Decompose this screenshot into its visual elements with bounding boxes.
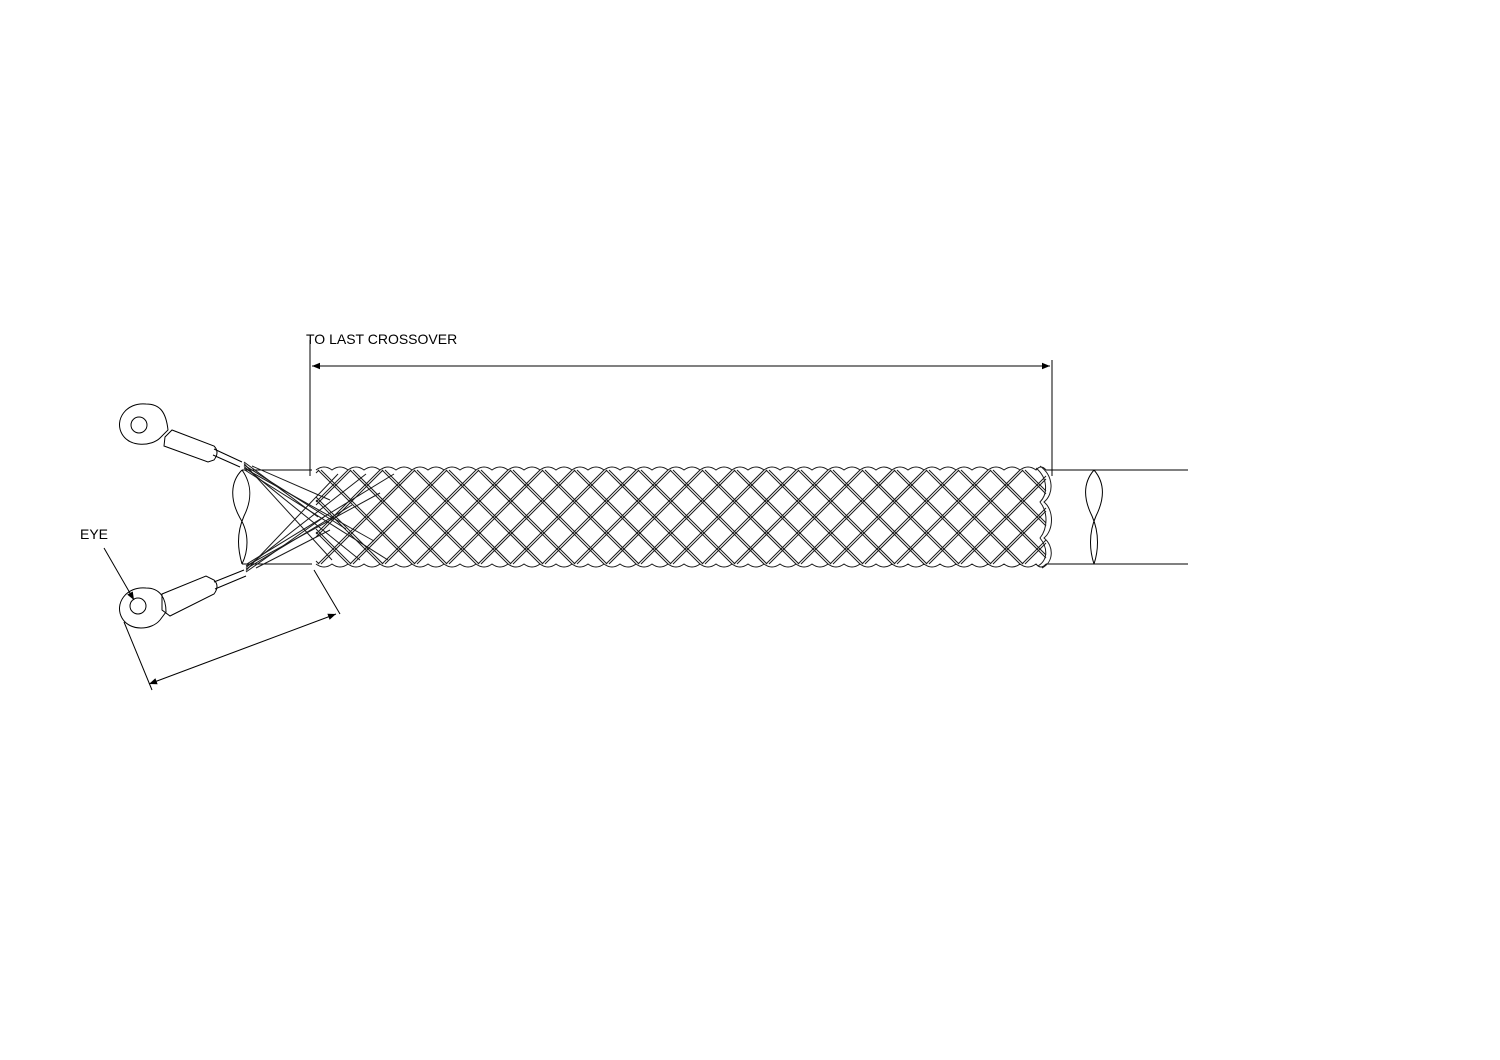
mesh-strand bbox=[541, 469, 637, 565]
mesh-strand bbox=[893, 469, 989, 565]
mesh-strand bbox=[477, 469, 573, 565]
cable-right-end bbox=[1046, 469, 1188, 565]
mesh-strand bbox=[445, 469, 541, 565]
mesh-strand bbox=[1021, 539, 1047, 565]
mesh-strand bbox=[317, 469, 413, 565]
mesh-strand bbox=[315, 469, 349, 503]
wire-strand bbox=[243, 469, 389, 561]
mesh-strand bbox=[637, 469, 733, 565]
mesh-strand bbox=[989, 507, 1047, 565]
mesh-strand bbox=[576, 469, 672, 565]
crossover-dimension-label: TO LAST CROSSOVER bbox=[306, 331, 457, 347]
wire-strand bbox=[245, 492, 381, 567]
eye-label: EYE bbox=[80, 526, 108, 542]
mesh-strand bbox=[861, 469, 957, 565]
mesh-strand bbox=[413, 469, 509, 565]
wire-strands bbox=[243, 461, 395, 573]
crossover-dimension bbox=[309, 340, 1053, 476]
mesh-strand bbox=[1021, 469, 1047, 495]
wire-strand bbox=[243, 467, 375, 542]
eye-leader bbox=[103, 547, 135, 601]
mesh-strand bbox=[768, 469, 864, 565]
mesh-strand bbox=[669, 469, 765, 565]
mesh-strand bbox=[315, 499, 381, 565]
top-eye-lug bbox=[119, 403, 243, 468]
mesh-strand bbox=[960, 478, 1047, 565]
mesh-strand bbox=[1024, 542, 1047, 565]
mesh-strand bbox=[992, 510, 1047, 565]
mesh-strand bbox=[349, 469, 445, 565]
wire-strand bbox=[245, 473, 395, 565]
mesh-strand bbox=[416, 469, 512, 565]
mesh-strand bbox=[701, 469, 797, 565]
mesh-strand bbox=[512, 469, 608, 565]
mesh-strand bbox=[573, 469, 669, 565]
mesh-strand bbox=[992, 469, 1047, 524]
mesh-strand bbox=[381, 469, 477, 565]
mesh-strand bbox=[925, 469, 1021, 565]
mesh-top-edge bbox=[315, 466, 1047, 471]
mesh-strand bbox=[448, 469, 544, 565]
mesh-strand bbox=[989, 469, 1047, 527]
mesh-end-loop bbox=[1039, 465, 1052, 569]
mesh-strand bbox=[315, 496, 384, 565]
mesh-end-loop bbox=[1035, 467, 1047, 567]
mesh-strand bbox=[797, 469, 893, 565]
mesh-strand bbox=[315, 469, 352, 506]
mesh-strand bbox=[733, 469, 829, 565]
mesh-strand bbox=[800, 469, 896, 565]
eye-length-dimension bbox=[123, 569, 341, 691]
mesh-strand bbox=[640, 469, 736, 565]
mesh-strand bbox=[315, 469, 384, 538]
mesh-strand bbox=[544, 469, 640, 565]
wire-strand bbox=[243, 463, 333, 561]
mesh-strand bbox=[672, 469, 768, 565]
wire-strand bbox=[251, 465, 331, 501]
mesh-strand bbox=[957, 475, 1047, 565]
mesh-strand bbox=[864, 469, 960, 565]
mesh-strand bbox=[480, 469, 576, 565]
mesh-strand bbox=[960, 469, 1047, 556]
mesh-strand bbox=[736, 469, 832, 565]
mesh-strand bbox=[509, 469, 605, 565]
mesh-strand bbox=[928, 469, 1024, 565]
mesh-strand bbox=[704, 469, 800, 565]
mesh-strand bbox=[384, 469, 480, 565]
mesh-strand bbox=[896, 469, 992, 565]
mesh-strand bbox=[957, 469, 1047, 559]
mesh-strand bbox=[605, 469, 701, 565]
bottom-eye-lug bbox=[119, 569, 247, 629]
mesh-strand bbox=[1024, 469, 1047, 492]
mesh-strand bbox=[608, 469, 704, 565]
mesh-strand bbox=[832, 469, 928, 565]
mesh-bottom-edge bbox=[315, 563, 1047, 568]
wire-mesh-grip bbox=[315, 465, 1052, 569]
mesh-strand bbox=[765, 469, 861, 565]
mesh-strand bbox=[315, 528, 352, 565]
mesh-strand bbox=[829, 469, 925, 565]
mesh-strand bbox=[315, 531, 349, 565]
wire-strand bbox=[245, 473, 339, 571]
mesh-strand bbox=[320, 469, 416, 565]
wire-strand bbox=[255, 529, 331, 569]
